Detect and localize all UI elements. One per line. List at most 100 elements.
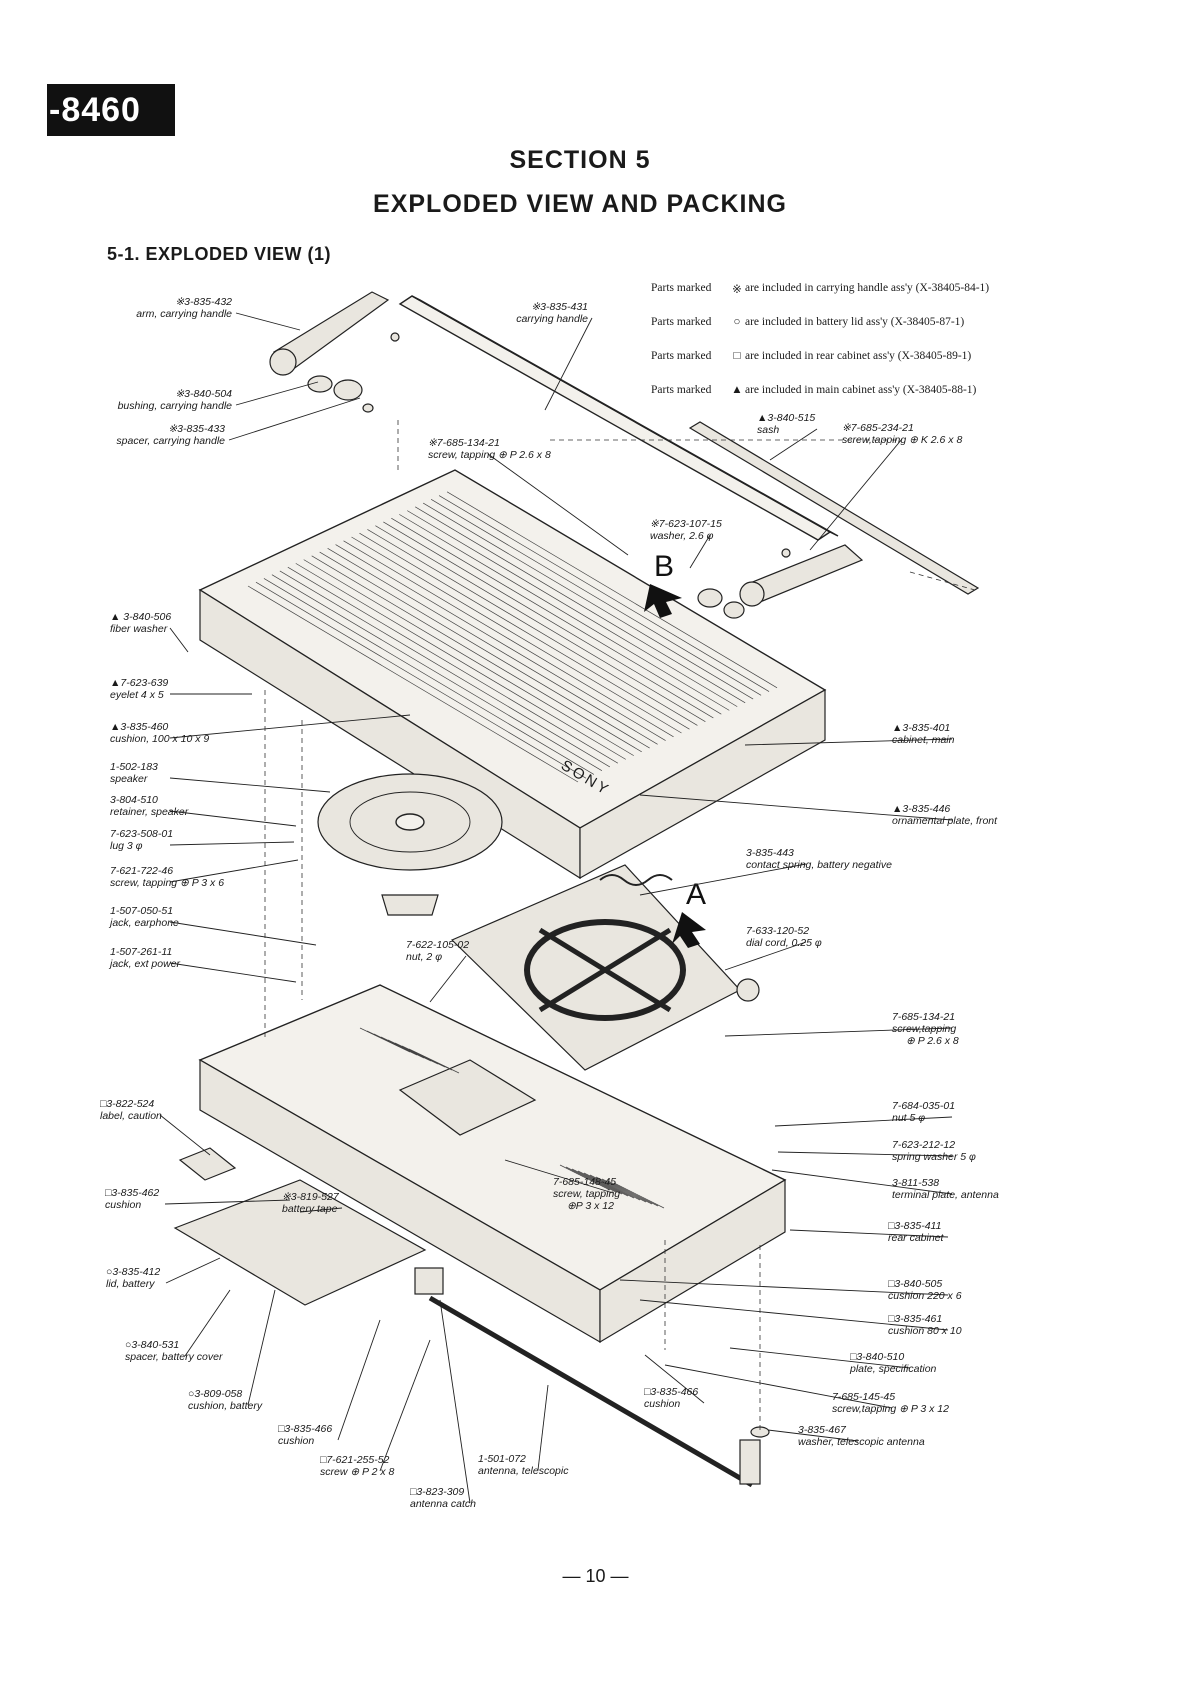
leader-line [184, 1289, 231, 1357]
antenna-catch [414, 1267, 444, 1295]
part-number: ▲ 3-840-506 [110, 611, 171, 623]
vent-slot [577, 1170, 629, 1197]
speaker-dome [395, 813, 425, 831]
heat-fin [359, 532, 690, 730]
vent-slot [565, 1166, 617, 1193]
legend-text: are included in carrying handle ass'y (X… [745, 282, 990, 294]
heat-fin [255, 581, 587, 779]
carrying-handle-assembly [269, 291, 980, 619]
part-number: □3-840-505 [888, 1278, 942, 1290]
part-description: screw,tapping [892, 1023, 956, 1035]
leader-line [169, 777, 331, 793]
vent-slot [571, 1168, 623, 1195]
part-description: spacer, carrying handle [116, 435, 225, 447]
part-number: □3-835-466 [278, 1423, 332, 1435]
legend-row: Parts marked □ are included in rear cabi… [651, 350, 989, 384]
vent-slot [601, 1178, 653, 1205]
part-number: ▲3-835-401 [892, 722, 950, 734]
caution-label [178, 1147, 237, 1181]
washer-right [697, 588, 723, 608]
leader-line [724, 1027, 953, 1037]
part-number: □3-840-510 [850, 1351, 904, 1363]
legend-row: Parts marked ○ are included in battery l… [651, 316, 989, 350]
subsection-heading: 5-1. EXPLODED VIEW (1) [107, 244, 332, 264]
legend-prefix: Parts marked [651, 384, 712, 396]
vent-slot [589, 1174, 641, 1201]
callout-a-arrow [672, 912, 706, 948]
main-cabinet: SONY [198, 469, 827, 880]
part-description: lid, battery [106, 1278, 155, 1290]
leader-line [771, 1169, 953, 1195]
legend-text: are included in main cabinet ass'y (X-38… [745, 384, 977, 396]
heat-fin [391, 517, 722, 715]
part-description: sash [757, 424, 779, 436]
part-number: 3-835-443 [746, 847, 794, 859]
leader-line [639, 863, 807, 896]
part-description: arm, carrying handle [136, 308, 232, 320]
legend-text: are included in battery lid ass'y (X-384… [745, 316, 965, 328]
handle-arm-right-pivot [739, 581, 765, 607]
part-description: nut 5 φ [892, 1112, 925, 1124]
part-number: ▲3-840-515 [757, 412, 815, 424]
legend-symbol: ※ [732, 284, 742, 296]
leader-line [429, 955, 467, 1003]
heat-fin [247, 585, 579, 783]
heat-fin [399, 514, 730, 711]
leader-line [619, 1279, 949, 1296]
part-description: cushion [105, 1199, 141, 1211]
legend-row: Parts marked ※ are included in carrying … [651, 282, 989, 316]
part-number: 1-502-183 [110, 761, 158, 773]
vent-slot [583, 1172, 635, 1199]
part-description: washer, 2.6 φ [650, 530, 714, 542]
part-description-cont: ⊕ P 2.6 x 8 [906, 1035, 959, 1047]
leader-line [487, 453, 629, 556]
part-number: 7-622-105-02 [406, 939, 469, 951]
speaker-ring [349, 791, 471, 853]
leader-line [639, 794, 953, 821]
part-number: ○3-809-058 [188, 1388, 242, 1400]
heat-fins [247, 491, 778, 783]
part-number: 3-804-510 [110, 794, 158, 806]
part-number: □3-822-524 [100, 1098, 154, 1110]
part-number: □3-835-466 [644, 1386, 698, 1398]
leader-line [439, 1299, 471, 1504]
leader-line [247, 1289, 276, 1406]
part-description: screw,tapping ⊕ K 2.6 x 8 [842, 434, 962, 446]
part-description: retainer, speaker [110, 806, 189, 818]
part-description: rear cabinet [888, 1232, 945, 1244]
speaker-magnet [381, 894, 439, 916]
part-description: plate, specification [849, 1363, 937, 1375]
part-description: cabinet, main [892, 734, 955, 746]
leader-line [169, 627, 189, 653]
leader-line [769, 428, 818, 461]
section-title: EXPLODED VIEW AND PACKING [373, 190, 787, 218]
callout-b: B [644, 550, 682, 618]
leader-line [644, 1354, 705, 1404]
part-description: screw, tapping ⊕ P 2.6 x 8 [428, 449, 551, 461]
part-description: jack, earphone [108, 917, 179, 929]
sash [688, 421, 980, 595]
legend-symbol: ▲ [731, 384, 743, 396]
heat-fin [335, 544, 666, 741]
part-description: speaker [110, 773, 148, 785]
part-description: label, caution [100, 1110, 162, 1122]
battery-lid [173, 1179, 427, 1306]
part-number: □3-835-461 [888, 1313, 942, 1325]
antenna-base [739, 1439, 761, 1485]
part-number: ※7-685-234-21 [842, 422, 914, 434]
dial-pulley [736, 978, 760, 1002]
leader-line [299, 1207, 343, 1213]
